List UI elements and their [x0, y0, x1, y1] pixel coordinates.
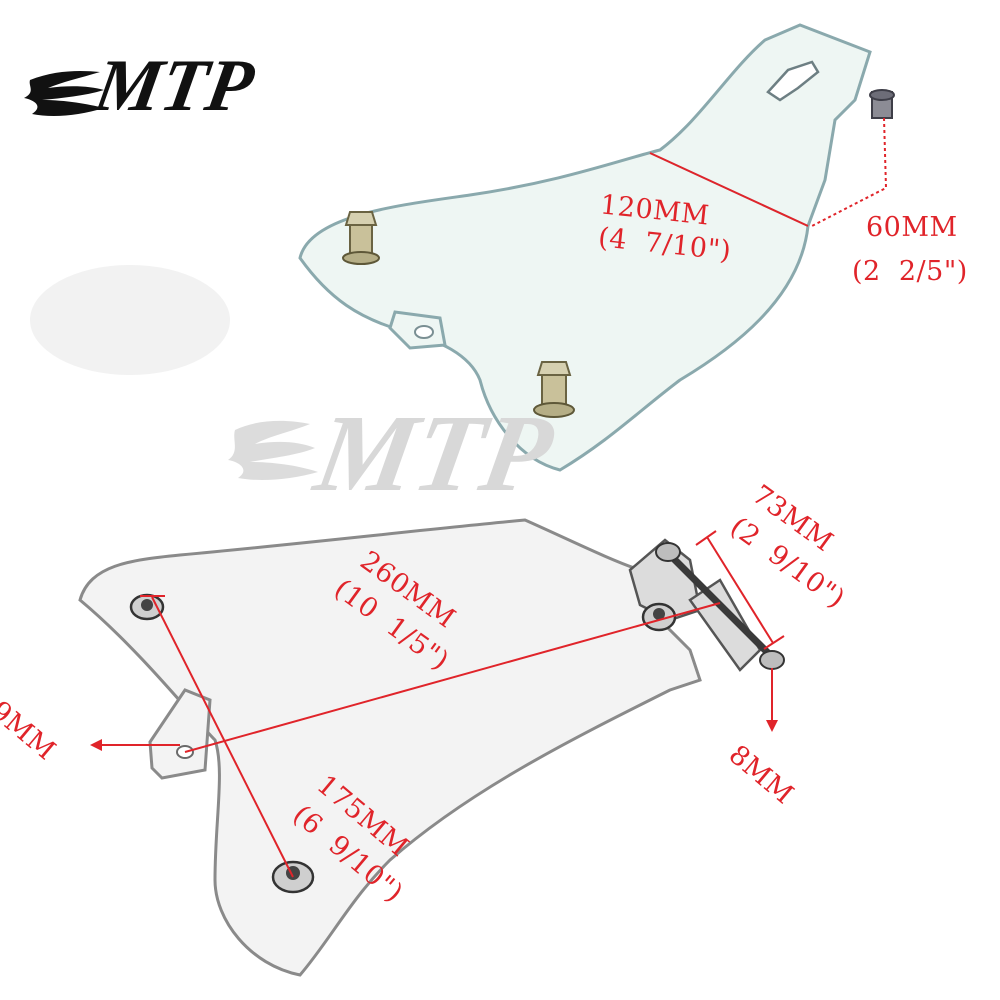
dim-line-120 [649, 152, 809, 227]
bolt-right-top [869, 89, 895, 119]
bolt-bottom-top [533, 361, 575, 418]
top-seat-plate [298, 23, 895, 472]
background-smudge [30, 265, 230, 375]
bolt-left-bottom [129, 593, 165, 621]
arrowhead-9-icon [90, 739, 102, 751]
watermark-logo [228, 420, 318, 480]
dim-line-260 [184, 602, 721, 753]
dim-line-175 [151, 596, 294, 878]
dim-line-73-cap-a [695, 530, 717, 546]
logo-flame-icon [24, 70, 104, 116]
hinge-bracket [628, 538, 785, 672]
bottom-plate-tab [148, 688, 212, 780]
dim-line-73 [706, 536, 774, 644]
dim-line-73-cap-b [763, 635, 785, 650]
tab-hole [414, 325, 434, 339]
top-plate-body [298, 23, 872, 472]
bolt-center-bottom [641, 602, 677, 632]
dim-line-60 [811, 117, 888, 227]
brand-logo: MTP [88, 45, 260, 127]
bottom-seat-plate [78, 518, 785, 977]
watermark-logo-text: MTP [307, 392, 562, 514]
top-plate-slot [766, 60, 820, 102]
label-top-height-mm: 60MM [866, 212, 958, 243]
label-top-height-in: (2 2/5") [852, 256, 968, 287]
hinge-rod [662, 547, 778, 663]
arrowhead-8-icon [766, 720, 778, 732]
watermark-flame-icon [228, 420, 318, 480]
bottom-plate-body [78, 518, 702, 977]
bolt-left-top [342, 211, 380, 265]
